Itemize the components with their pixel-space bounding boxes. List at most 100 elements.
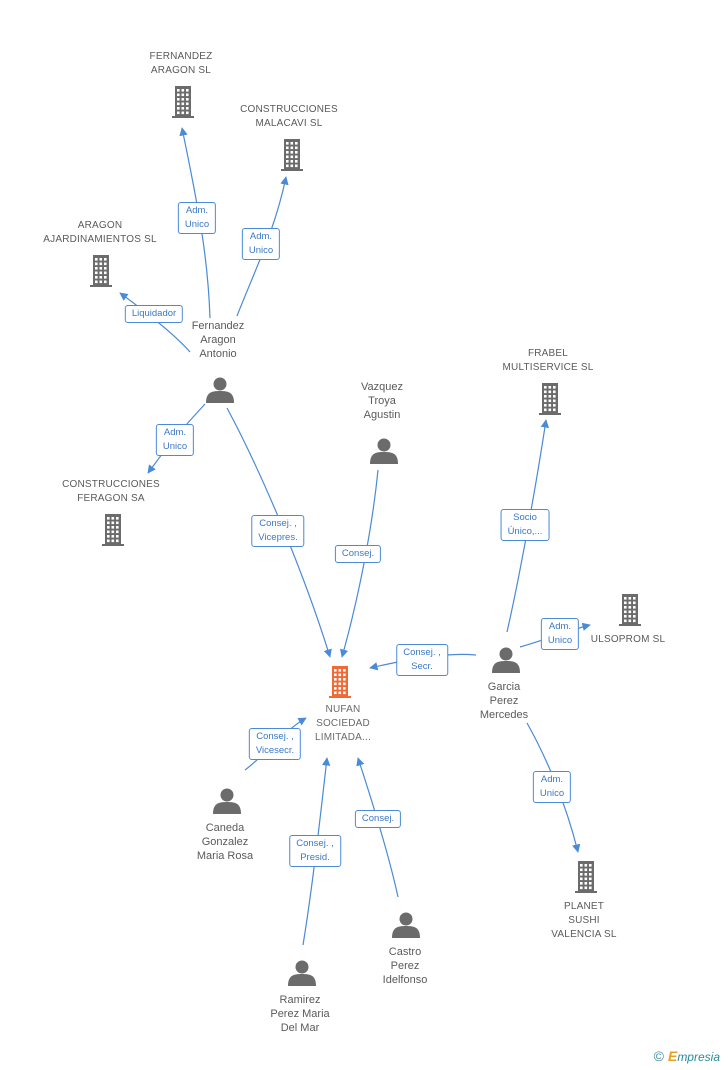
edge-label[interactable]: Consej.	[334, 545, 382, 563]
edge-label-line: Consej. ,	[296, 838, 334, 849]
node-label-line: SUSHI	[568, 915, 600, 926]
building-icon[interactable]	[619, 594, 641, 626]
node-label-line: NUFAN	[325, 704, 361, 715]
edge-label-line: Consej.	[361, 813, 395, 824]
node-label-line: Caneda	[205, 822, 245, 834]
node-label-line: FERAGON SA	[77, 493, 145, 504]
node-label-line: Ramirez	[279, 994, 321, 1006]
edge-label[interactable]: Adm. Unico	[540, 618, 580, 650]
edge-label-line: Único,...	[507, 526, 543, 537]
node-label-line: Mercedes	[479, 709, 529, 721]
edge-label[interactable]: Consej. , Presid.	[289, 835, 341, 867]
edge-label[interactable]: Consej. ,Vicepres.	[251, 515, 305, 547]
node-label-line: ARAGON SL	[150, 65, 212, 76]
edge-label-line: Unico	[547, 635, 573, 646]
person-icon[interactable]	[370, 438, 398, 465]
node-label-line: Fernandez	[191, 320, 245, 332]
edge-label[interactable]: Consej. , Vicesecr.	[248, 728, 302, 760]
node-label-line: MALACAVI SL	[255, 118, 323, 129]
edge-label-line: Adm.	[548, 621, 572, 632]
edge-label[interactable]: Consej.	[354, 810, 402, 828]
building-icon[interactable]	[575, 861, 597, 893]
edge-vazquez_troya-to-nufan	[339, 469, 379, 658]
node-label-line: AJARDINAMIENTOS SL	[43, 234, 157, 245]
node-label-line: CONSTRUCCIONES	[240, 104, 338, 115]
node-label-construcciones_malacavi[interactable]: CONSTRUCCIONES MALACAVI SL	[240, 103, 338, 131]
building-icon[interactable]	[539, 383, 561, 415]
edge-label-line: Adm.	[249, 231, 273, 242]
edge-label-line: Unico	[184, 219, 210, 230]
node-label-line: Perez Maria	[270, 1008, 330, 1020]
edge-label-line: Secr.	[411, 661, 433, 672]
edge-label-line: Adm.	[185, 205, 209, 216]
node-label-line: Antonio	[199, 348, 237, 360]
node-label-line: Aragon	[200, 334, 236, 346]
person-icon[interactable]	[288, 960, 316, 987]
node-label-line: FRABEL	[527, 348, 569, 359]
node-label-line: Gonzalez	[201, 836, 249, 848]
node-label-line: FERNANDEZ	[149, 51, 213, 62]
edge-label-line: Unico	[162, 441, 188, 452]
edge-label-line: Consej.	[341, 548, 375, 559]
edge-castro_perez-to-nufan	[356, 757, 399, 898]
copyright-icon: ©	[653, 1048, 664, 1064]
person-icon[interactable]	[392, 912, 420, 939]
building-icon[interactable]	[329, 666, 351, 698]
edge-label-line: Unico	[539, 788, 565, 799]
node-label-line: PLANET	[563, 901, 605, 912]
person-icon[interactable]	[213, 788, 241, 815]
node-label-planet_sushi[interactable]: PLANET SUSHI VALENCIA SL	[551, 900, 616, 942]
node-label-line: LIMITADA...	[315, 732, 371, 743]
edge-label-line: Socio	[513, 512, 537, 523]
edge-label-line: Adm.	[163, 427, 187, 438]
edge-fernandez_aragon_antonio-to-aragon_ajardinamientos	[119, 292, 191, 353]
person-icon[interactable]	[206, 377, 234, 404]
node-label-line: Perez	[390, 960, 420, 972]
node-label-line: Troya	[368, 395, 396, 407]
building-icon[interactable]	[102, 514, 124, 546]
building-icon[interactable]	[90, 255, 112, 287]
brand-name: mpresia	[677, 1050, 720, 1064]
node-label-line: Agustin	[363, 409, 401, 421]
edge-label[interactable]: Adm. Unico	[155, 424, 195, 456]
node-label-line: Castro	[388, 946, 422, 958]
node-label-line: Del Mar	[280, 1022, 320, 1034]
node-label-line: VALENCIA SL	[551, 929, 617, 940]
node-label-line: Perez	[489, 695, 519, 707]
edge-label-line: Adm.	[540, 774, 564, 785]
edge-label[interactable]: Adm. Unico	[177, 202, 217, 234]
node-label-line: MULTISERVICE SL	[502, 362, 594, 373]
edge-label[interactable]: Liquidador	[124, 305, 184, 323]
edge-label[interactable]: Adm. Unico	[532, 771, 572, 803]
node-label-line: Maria Rosa	[196, 850, 254, 862]
node-label-ulsoprom[interactable]: ULSOPROM SL	[591, 633, 665, 647]
edge-label-line: Consej. ,	[256, 731, 294, 742]
building-icon[interactable]	[172, 86, 194, 118]
node-label-fernandez_aragon_sl[interactable]: FERNANDEZ ARAGON SL	[150, 50, 213, 78]
edge-label-line: Presid.	[300, 852, 330, 863]
edge-label-line: Vicesecr.	[255, 745, 295, 756]
edge-label-line: Liquidador	[131, 308, 177, 319]
edge-label-line: Consej. ,	[259, 518, 297, 529]
node-label-line: SOCIEDAD	[316, 718, 370, 729]
node-label-frabel[interactable]: FRABEL MULTISERVICE SL	[503, 347, 594, 375]
edge-label[interactable]: Adm.Unico	[241, 228, 281, 260]
node-label-nufan[interactable]: NUFAN SOCIEDAD LIMITADA...	[315, 703, 371, 745]
copyright-footer[interactable]: ©Empresia	[654, 1048, 720, 1064]
edge-label-line: Consej. ,	[403, 647, 441, 658]
person-icon[interactable]	[492, 647, 520, 674]
building-icon[interactable]	[281, 139, 303, 171]
node-label-line: Vazquez	[361, 381, 403, 393]
node-label-line: ULSOPROM SL	[590, 634, 666, 645]
edge-label[interactable]: Consej. , Secr.	[396, 644, 448, 676]
